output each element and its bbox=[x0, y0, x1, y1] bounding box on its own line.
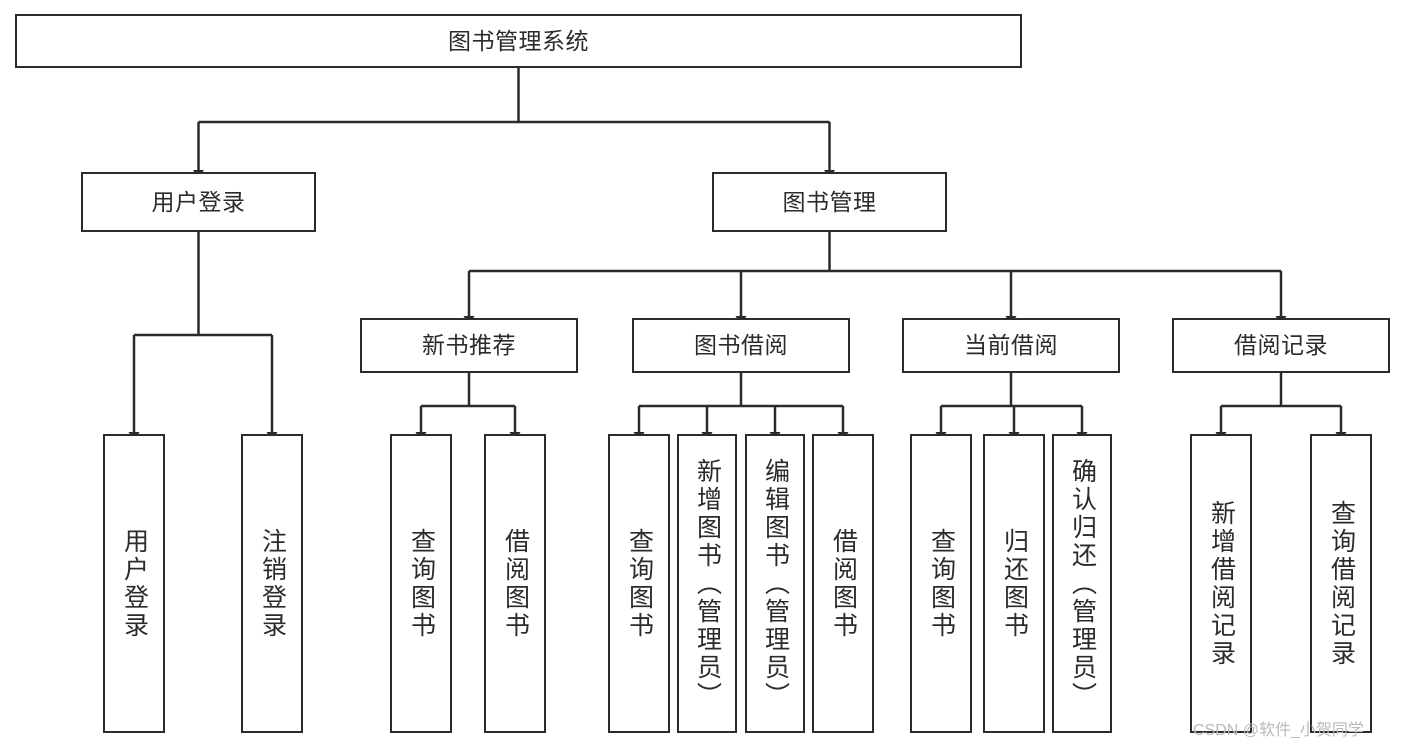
node-label-current-borrow: 当前借阅 bbox=[964, 332, 1058, 359]
watermark: CSDN @软件_小贺同学 bbox=[1193, 722, 1364, 739]
node-leaf-query-book-3[interactable]: 查询图书 bbox=[910, 434, 972, 733]
node-label-book-manage: 图书管理 bbox=[782, 188, 877, 215]
node-label-leaf-query-book-1: 查询图书 bbox=[407, 527, 436, 640]
node-leaf-confirm-return[interactable]: 确认归还（管理员） bbox=[1052, 434, 1112, 733]
node-leaf-user-logout[interactable]: 注销登录 bbox=[241, 434, 303, 733]
node-label-borrow-record: 借阅记录 bbox=[1234, 332, 1328, 359]
node-leaf-add-record[interactable]: 新增借阅记录 bbox=[1190, 434, 1252, 733]
node-label-user-login: 用户登录 bbox=[151, 188, 246, 215]
node-label-leaf-add-book: 新增图书（管理员） bbox=[693, 457, 722, 710]
node-label-leaf-borrow-book-2: 借阅图书 bbox=[829, 527, 858, 640]
node-leaf-query-book-2[interactable]: 查询图书 bbox=[608, 434, 670, 733]
node-label-leaf-confirm-return: 确认归还（管理员） bbox=[1068, 457, 1097, 710]
node-label-leaf-return-book: 归还图书 bbox=[1000, 527, 1029, 640]
node-label-leaf-query-book-2: 查询图书 bbox=[625, 527, 654, 640]
edge-layer bbox=[128, 68, 1347, 441]
node-label-leaf-user-login: 用户登录 bbox=[120, 527, 149, 640]
node-label-leaf-borrow-book-1: 借阅图书 bbox=[501, 527, 530, 640]
node-leaf-user-login[interactable]: 用户登录 bbox=[103, 434, 165, 733]
node-label-leaf-edit-book: 编辑图书（管理员） bbox=[761, 457, 790, 710]
node-label-leaf-query-book-3: 查询图书 bbox=[927, 527, 956, 640]
node-leaf-edit-book[interactable]: 编辑图书（管理员） bbox=[745, 434, 805, 733]
node-label-book-borrow: 图书借阅 bbox=[694, 332, 788, 359]
node-leaf-query-book-1[interactable]: 查询图书 bbox=[390, 434, 452, 733]
node-borrow-record[interactable]: 借阅记录 bbox=[1172, 318, 1390, 373]
node-label-root: 图书管理系统 bbox=[448, 27, 589, 54]
node-label-leaf-user-logout: 注销登录 bbox=[258, 527, 287, 640]
node-leaf-add-book[interactable]: 新增图书（管理员） bbox=[677, 434, 737, 733]
node-leaf-borrow-book-1[interactable]: 借阅图书 bbox=[484, 434, 546, 733]
node-label-leaf-query-record: 查询借阅记录 bbox=[1327, 499, 1356, 668]
node-leaf-borrow-book-2[interactable]: 借阅图书 bbox=[812, 434, 874, 733]
node-new-book-rec[interactable]: 新书推荐 bbox=[360, 318, 578, 373]
node-root[interactable]: 图书管理系统 bbox=[15, 14, 1022, 68]
node-label-new-book-rec: 新书推荐 bbox=[422, 332, 516, 359]
node-leaf-query-record[interactable]: 查询借阅记录 bbox=[1310, 434, 1372, 733]
node-label-leaf-add-record: 新增借阅记录 bbox=[1207, 499, 1236, 668]
node-user-login[interactable]: 用户登录 bbox=[81, 172, 316, 232]
node-book-borrow[interactable]: 图书借阅 bbox=[632, 318, 850, 373]
node-book-manage[interactable]: 图书管理 bbox=[712, 172, 947, 232]
node-leaf-return-book[interactable]: 归还图书 bbox=[983, 434, 1045, 733]
node-current-borrow[interactable]: 当前借阅 bbox=[902, 318, 1120, 373]
